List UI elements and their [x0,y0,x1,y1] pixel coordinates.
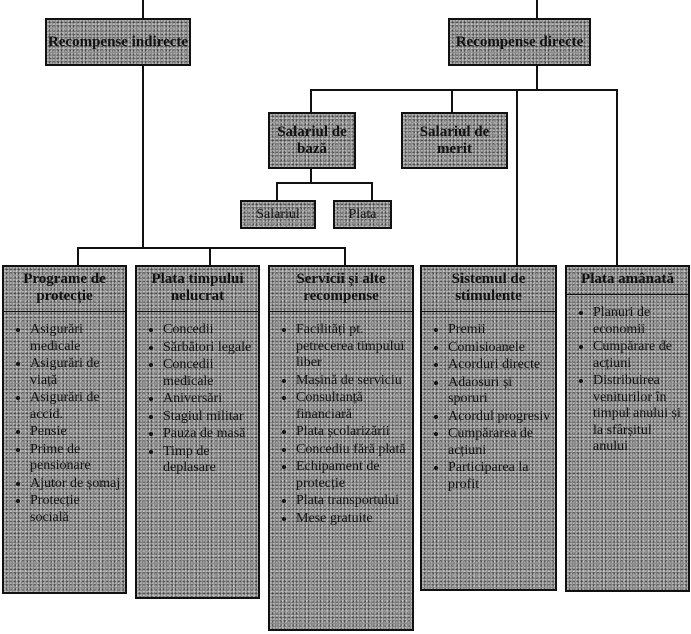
deferred-pay-box: Plata amânată Planuri de economii Cumpăr… [565,265,690,592]
connector [142,65,144,248]
item-list: Facilități pt. petrecerea timpului liber… [270,322,412,527]
direct-rewards-label: Recompense directe [455,33,584,50]
list-item: Cumpărarea de acțiuni [448,426,551,459]
connector [77,247,346,249]
salary-box: Salariul [240,200,316,229]
list-item: Echipament de protecție [296,459,408,492]
connector [310,89,618,91]
connector [616,89,618,265]
column-title: Plata amânată [567,267,688,295]
item-list: Premii Comisioanele Acorduri directe Ada… [422,322,555,493]
connector [77,247,79,265]
list-item: Facilități pt. petrecerea timpului liber [296,322,408,372]
list-item: Pauza de masă [163,426,254,443]
services-box: Servicii și alte recompense Facilități p… [268,265,414,631]
list-item: Comisioanele [448,340,551,357]
column-title: Programe de protecție [4,267,125,312]
item-list: Concedii Sărbători legale Concedii medic… [137,322,258,477]
connector [536,65,538,90]
list-item: Participarea la profit [448,460,551,493]
list-item: Adaosuri și sporuri [448,375,551,408]
connector [516,89,518,265]
list-item: Sărbători legale [163,340,254,357]
connector [276,182,278,200]
list-item: Plata transportului [296,493,408,510]
list-item: Distribuirea veniturilor în timpul anulu… [593,373,684,456]
list-item: Acorduri directe [448,357,551,374]
connector [344,247,346,265]
list-item: Cumpărare de acțiuni [593,339,684,372]
list-item: Premii [448,322,551,339]
connector [371,182,373,200]
list-item: Acordul progresiv [448,409,551,426]
list-item: Concediu fără plată [296,442,408,459]
connector [142,0,144,18]
nonworked-time-pay-box: Plata timpului nelucrat Concedii Sărbăto… [135,265,260,599]
list-item: Concedii [163,322,254,339]
merit-salary-box: Salariul de merit [401,112,508,169]
connector [276,182,373,184]
protection-programs-box: Programe de protecție Asigurări medicale… [2,265,127,594]
connector [536,0,538,18]
connector [310,89,312,112]
connector [310,168,312,183]
column-title: Servicii și alte recompense [270,267,412,312]
list-item: Mese gratuite [296,511,408,528]
pay-label: Plata [348,207,377,222]
base-salary-label: Salariul de bază [277,123,347,157]
list-item: Pensie [30,424,121,441]
list-item: Timp de deplasare [163,444,254,477]
item-list: Asigurări medicale Asigurări de viață As… [4,322,125,526]
list-item: Asigurări de viață [30,356,121,389]
salary-label: Salariul [256,207,300,222]
list-item: Plata școlarizării [296,424,408,441]
item-list: Planuri de economii Cumpărare de acțiuni… [567,305,688,456]
list-item: Asigurări de accid. [30,390,121,423]
column-title: Sistemul de stimulente [422,267,555,312]
list-item: Asigurări medicale [30,322,121,355]
column-title: Plata timpului nelucrat [137,267,258,312]
direct-rewards-box: Recompense directe [448,18,591,66]
base-salary-box: Salariul de bază [268,112,356,169]
list-item: Consultanță financiară [296,390,408,423]
connector [209,247,211,265]
list-item: Planuri de economii [593,305,684,338]
list-item: Protecție socială [30,493,121,526]
list-item: Prime de pensionare [30,442,121,475]
connector [451,89,453,112]
indirect-rewards-label: Recompense indirecte [47,33,189,50]
list-item: Mașină de serviciu [296,373,408,390]
indirect-rewards-box: Recompense indirecte [45,18,191,66]
pay-box: Plata [333,200,392,229]
incentives-box: Sistemul de stimulente Premii Comisioane… [420,265,557,591]
list-item: Stagiul militar [163,409,254,426]
list-item: Ajutor de șomaj [30,476,121,493]
list-item: Aniversări [163,391,254,408]
list-item: Concedii medicale [163,357,254,390]
merit-salary-label: Salariul de merit [419,123,490,157]
